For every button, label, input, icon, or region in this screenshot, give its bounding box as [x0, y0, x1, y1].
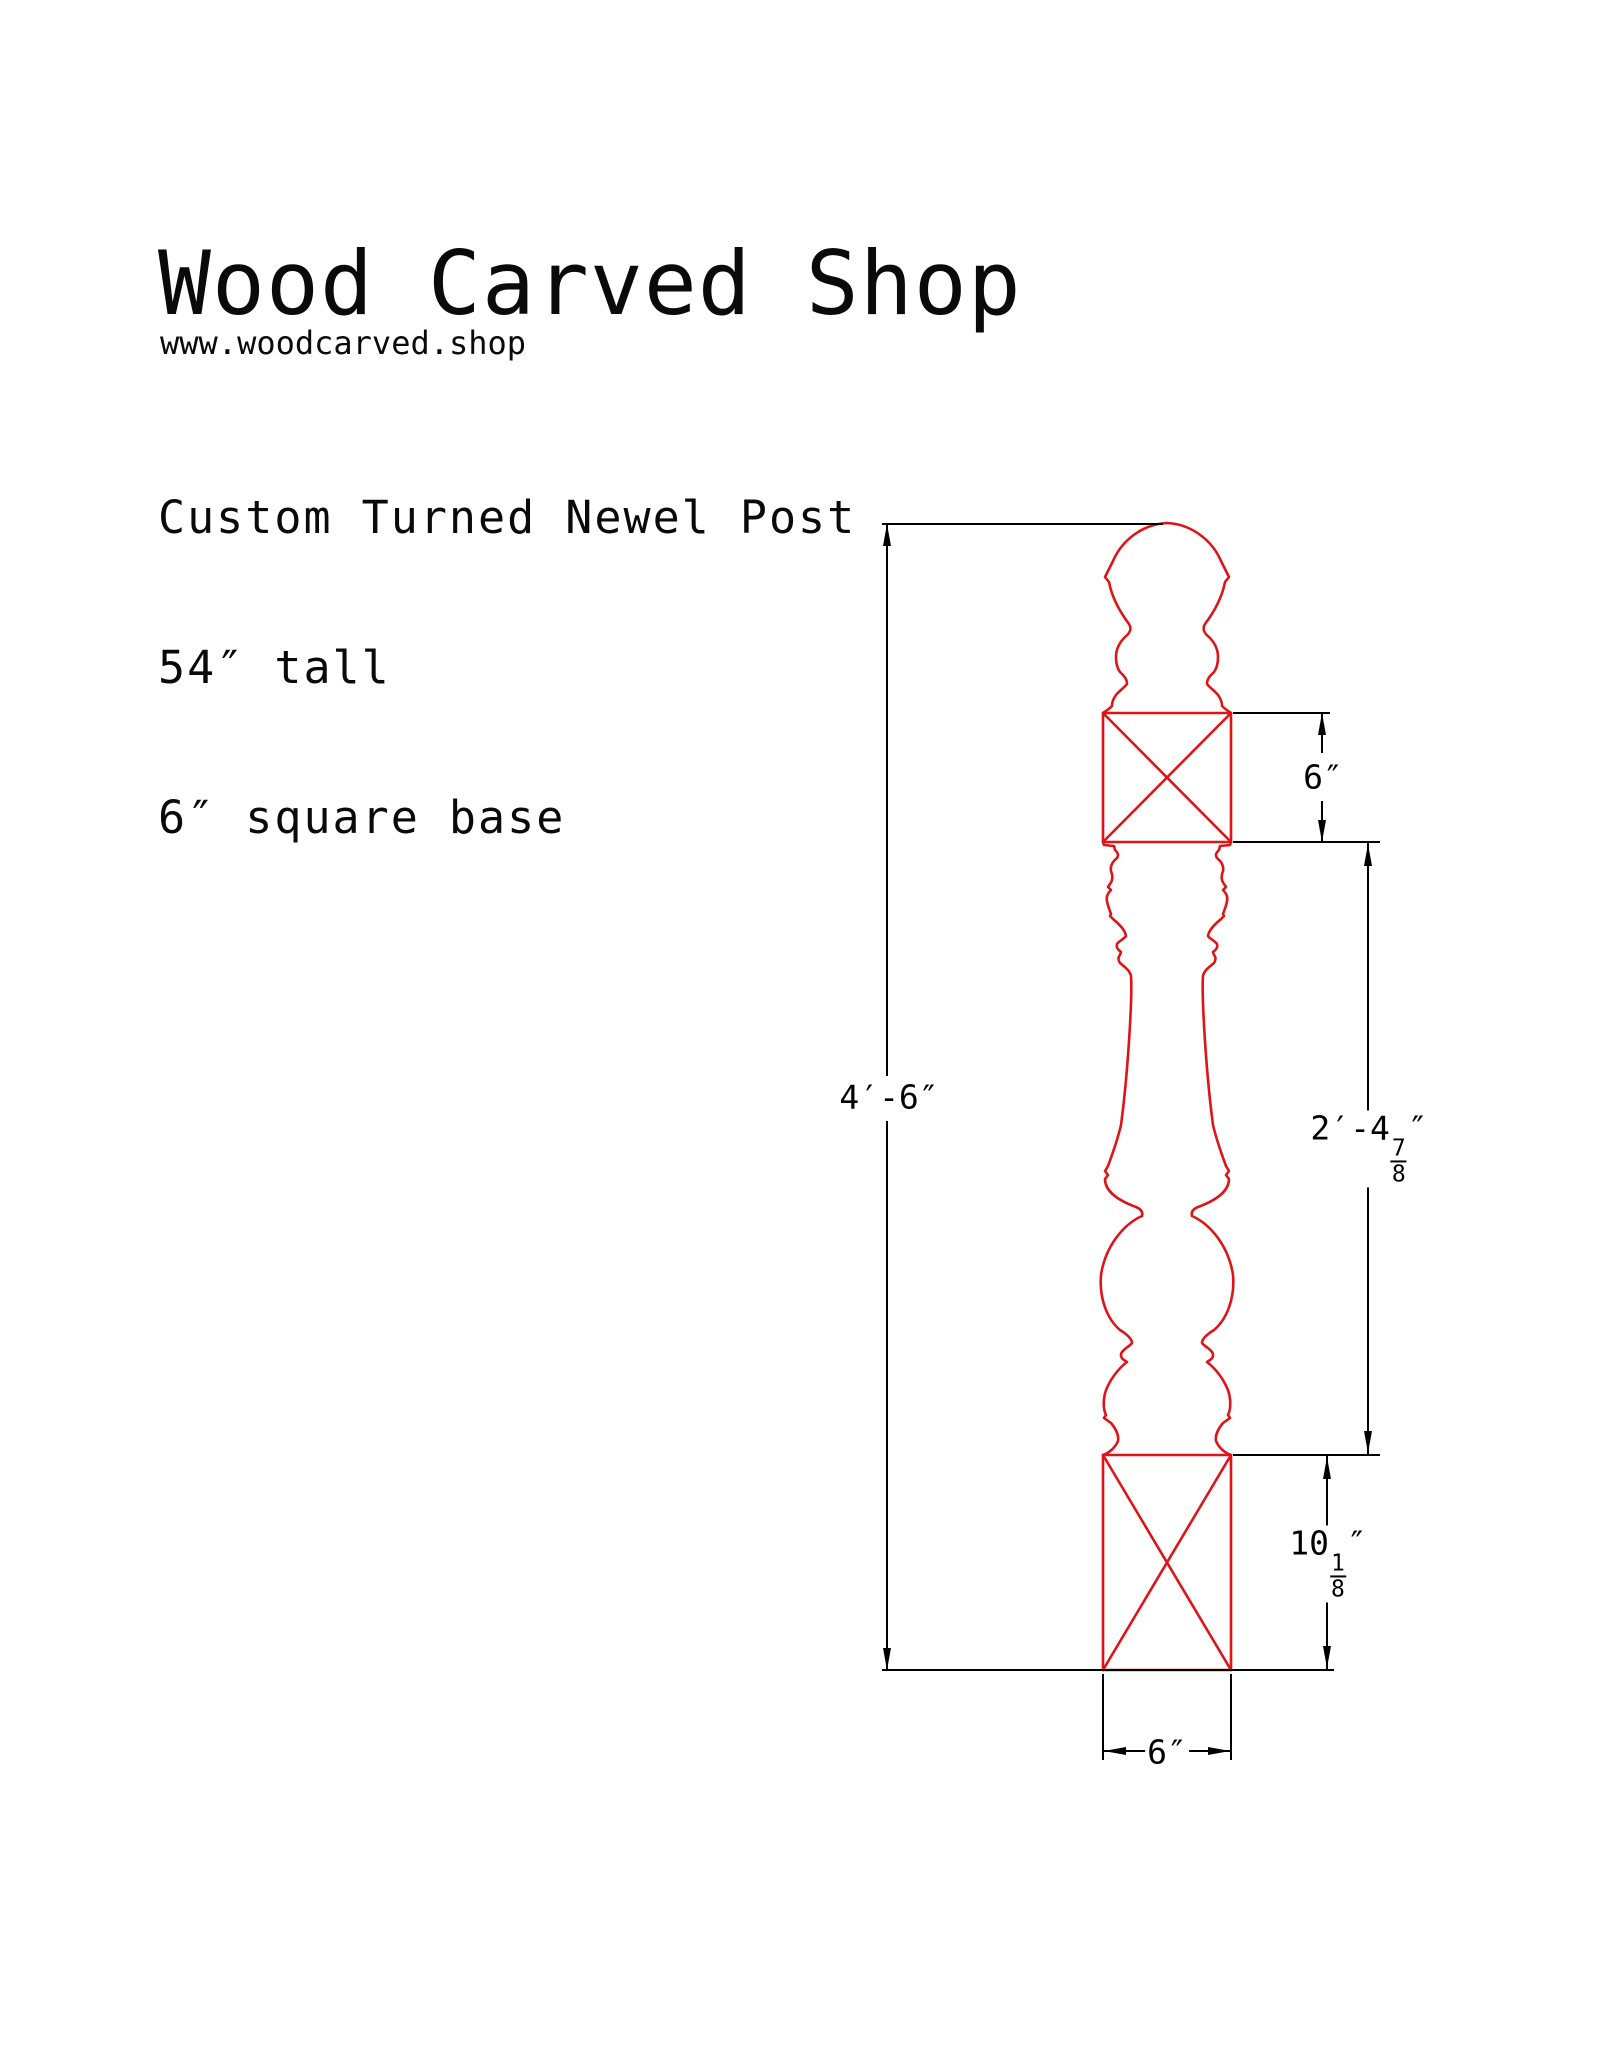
arrowhead-down — [1318, 820, 1326, 842]
arrowhead-down — [1364, 1431, 1372, 1453]
dimension-arrowheads — [883, 524, 1372, 1755]
arrowhead-right — [1208, 1747, 1230, 1755]
description-line-base: 6″ square base — [158, 791, 566, 844]
dim-top-block-height-label: 6″ — [1301, 757, 1345, 797]
description-line-product: Custom Turned Newel Post — [158, 491, 857, 544]
arrowhead-down — [883, 1648, 891, 1670]
top-block-cross — [1101, 711, 1233, 844]
fraction-numerator: 7 — [1390, 1135, 1407, 1163]
arrowhead-up — [883, 524, 891, 546]
fraction-numerator: 1 — [1330, 1550, 1346, 1578]
arrowhead-up — [1318, 713, 1326, 735]
arrowhead-up — [1323, 1457, 1331, 1479]
dim-text-prefix: 2′-4 — [1310, 1108, 1390, 1148]
finial-profile-right — [1165, 521, 1233, 715]
shop-title: Wood Carved Shop — [158, 232, 1022, 335]
arrowhead-left — [1104, 1747, 1126, 1755]
fraction-denominator: 8 — [1391, 1161, 1406, 1188]
arrowhead-up — [1364, 844, 1372, 866]
fraction-denominator: 8 — [1331, 1576, 1345, 1603]
post-outline-group — [1099, 521, 1235, 1672]
shop-website-url: www.woodcarved.shop — [160, 324, 527, 362]
dim-base-width-label: 6″ — [1145, 1732, 1189, 1772]
top-block-outline — [1101, 711, 1233, 844]
dim-overall-height-label: 4′-6″ — [837, 1077, 941, 1117]
product-description: Custom Turned Newel Post 54″ tall 6″ squ… — [158, 393, 856, 943]
dim-text-suffix: ″ — [1346, 1523, 1367, 1563]
bottom-block-cross — [1101, 1453, 1233, 1672]
description-line-height: 54″ tall — [158, 641, 391, 694]
finial-profile-left — [1101, 521, 1169, 715]
turning-profile-left — [1099, 840, 1144, 1457]
turning-profile-right — [1190, 840, 1235, 1457]
dim-text-prefix: 10 — [1289, 1523, 1330, 1563]
arrowhead-down — [1323, 1646, 1331, 1668]
dim-text-suffix: ″ — [1407, 1108, 1428, 1148]
